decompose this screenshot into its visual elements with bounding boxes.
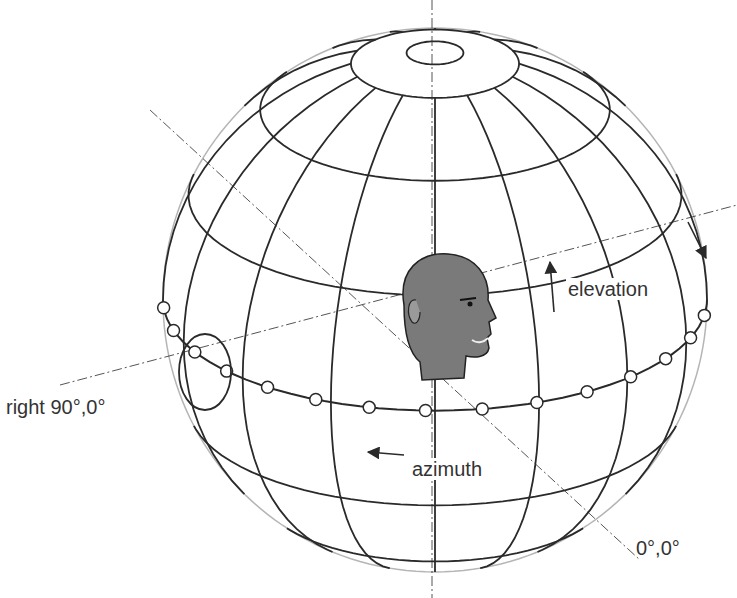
speaker-position: [581, 386, 593, 398]
speaker-position: [698, 309, 710, 321]
axis-label: right 90°,0°: [6, 396, 105, 418]
speaker-position: [158, 302, 170, 314]
speaker-position: [420, 405, 432, 417]
sphere-grid-line: [519, 64, 707, 300]
sphere-grid-line: [513, 51, 626, 106]
direction-arrow: [368, 452, 404, 455]
sphere-grid-line: [244, 51, 357, 106]
axis-label: 0°,0°: [636, 537, 680, 559]
sphere-grid-line: [407, 41, 464, 64]
speaker-position: [262, 381, 274, 393]
speaker-position: [363, 401, 375, 413]
ear-axis-ring: [179, 334, 231, 410]
speaker-position: [189, 346, 201, 358]
speaker-position: [660, 353, 672, 365]
head-figure: [403, 254, 496, 380]
sphere-grid-line: [331, 95, 403, 568]
sphere-outline: [163, 28, 707, 572]
sphere-grid-line: [513, 77, 687, 494]
direction-arrow: [688, 222, 706, 258]
axis-line: [150, 110, 640, 560]
speaker-position: [625, 371, 637, 383]
sphere-grid-line: [351, 29, 519, 97]
axis-label: azimuth: [410, 458, 484, 480]
speaker-position: [685, 332, 697, 344]
sphere-grid-line: [494, 88, 627, 552]
speaker-position: [476, 403, 488, 415]
speaker-position: [310, 393, 322, 405]
direction-arrow: [550, 262, 554, 312]
sphere-grid-line: [163, 64, 351, 300]
speaker-position: [531, 397, 543, 409]
axis-label: elevation: [566, 278, 650, 300]
sphere-grid-line: [243, 88, 376, 552]
speaker-position: [168, 324, 180, 336]
